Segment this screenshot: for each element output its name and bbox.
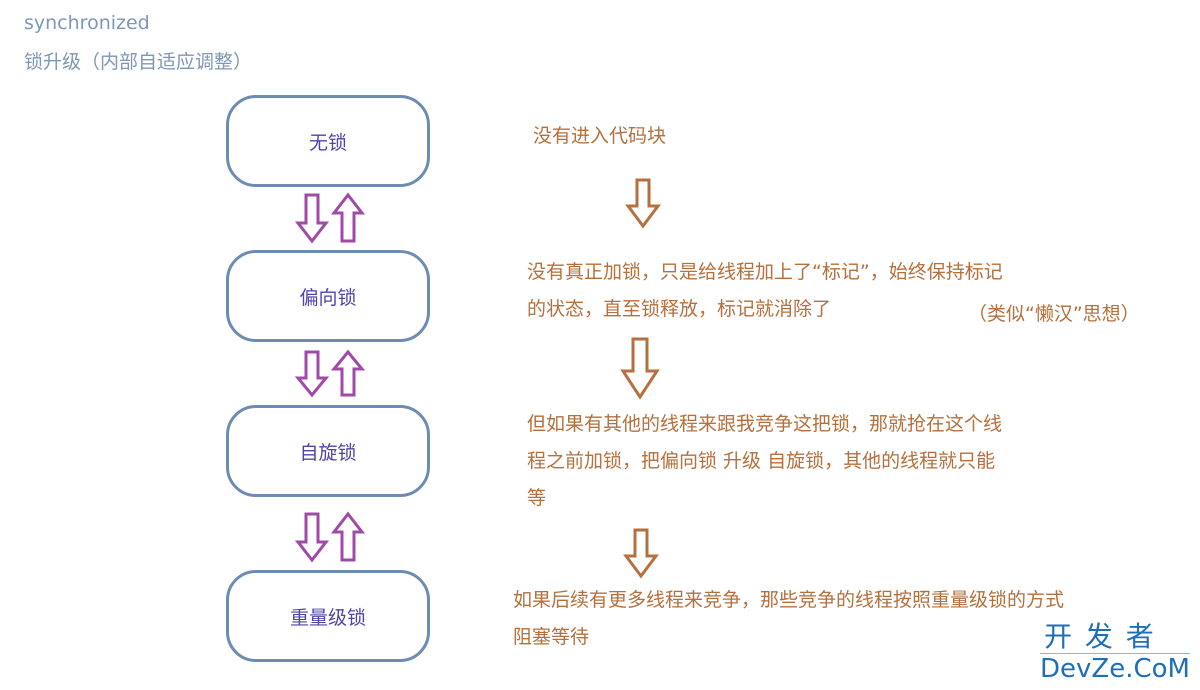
description-no-lock: 没有进入代码块 — [533, 118, 666, 155]
bidirectional-arrow-icon — [294, 349, 366, 398]
down-arrow-icon — [625, 178, 661, 229]
description-biased-lock: 没有真正加锁，只是给线程加上了“标记”，始终保持标记 的状态，直至锁释放，标记就… — [527, 254, 1003, 328]
description-line: 程之前加锁，把偏向锁 升级 自旋锁，其他的线程就只能 — [527, 450, 996, 472]
description-heavyweight-lock: 如果后续有更多线程来竞争，那些竞争的线程按照重量级锁的方式 阻塞等待 — [513, 582, 1064, 656]
state-box-heavyweight-lock: 重量级锁 — [226, 570, 430, 662]
state-label: 无锁 — [308, 131, 347, 154]
bidirectional-arrow-icon — [294, 511, 366, 563]
description-line: 没有真正加锁，只是给线程加上了“标记”，始终保持标记 — [527, 261, 1003, 283]
state-label: 偏向锁 — [299, 286, 357, 309]
diagram-subtitle: 锁升级（内部自适应调整） — [24, 51, 253, 73]
description-line: 的状态，直至锁释放，标记就消除了 — [527, 298, 832, 320]
state-label: 重量级锁 — [289, 606, 366, 629]
watermark-line1: 开 发 者 — [1044, 620, 1156, 653]
state-label: 自旋锁 — [299, 441, 357, 464]
description-line: 阻塞等待 — [513, 626, 590, 648]
description-line: 如果后续有更多线程来竞争，那些竞争的线程按照重量级锁的方式 — [513, 589, 1065, 611]
bidirectional-arrow-icon — [294, 192, 366, 244]
state-box-spin-lock: 自旋锁 — [226, 405, 430, 497]
description-line: 但如果有其他的线程来跟我竞争这把锁，那就抢在这个线 — [527, 413, 1003, 435]
watermark-line2: DevZe.CoM — [1040, 653, 1190, 684]
description-line: 等 — [527, 487, 547, 509]
description-line: 没有进入代码块 — [533, 125, 667, 147]
down-arrow-icon — [623, 528, 659, 579]
description-spin-lock: 但如果有其他的线程来跟我竞争这把锁，那就抢在这个线 程之前加锁，把偏向锁 升级 … — [527, 406, 1002, 517]
state-box-biased-lock: 偏向锁 — [226, 250, 430, 342]
state-box-no-lock: 无锁 — [226, 95, 430, 187]
down-arrow-icon — [620, 337, 660, 400]
diagram-title: synchronized — [24, 12, 150, 34]
description-note: （类似“懒汉”思想） — [968, 303, 1140, 325]
